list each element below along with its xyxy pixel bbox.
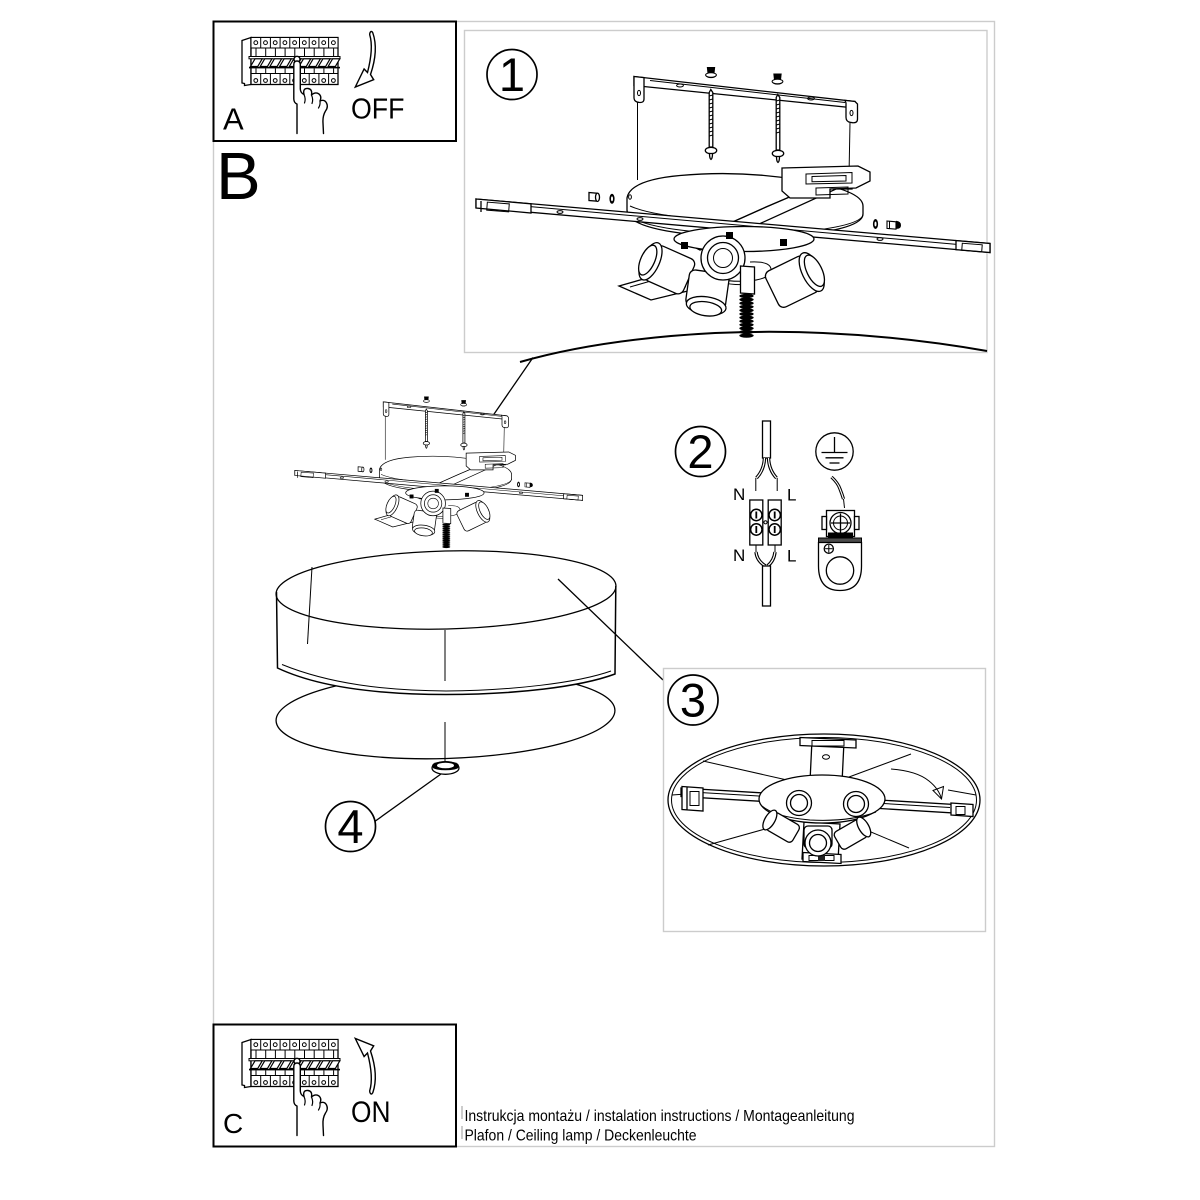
- svg-text:N: N: [733, 546, 745, 565]
- svg-text:L: L: [787, 486, 796, 505]
- svg-text:Plafon / Ceiling lamp / Decken: Plafon / Ceiling lamp / Deckenleuchte: [465, 1128, 697, 1145]
- svg-text:A: A: [223, 102, 244, 137]
- svg-text:3: 3: [680, 674, 706, 727]
- svg-text:2: 2: [687, 425, 713, 478]
- svg-text:Instrukcja montażu / instalati: Instrukcja montażu / instalation instruc…: [465, 1108, 855, 1125]
- svg-text:C: C: [223, 1108, 243, 1139]
- svg-text:1: 1: [499, 48, 525, 101]
- svg-text:ON: ON: [351, 1096, 391, 1129]
- svg-text:4: 4: [337, 800, 363, 853]
- svg-text:OFF: OFF: [351, 94, 405, 126]
- svg-text:B: B: [216, 139, 261, 214]
- svg-text:N: N: [733, 485, 745, 504]
- svg-text:L: L: [787, 547, 796, 566]
